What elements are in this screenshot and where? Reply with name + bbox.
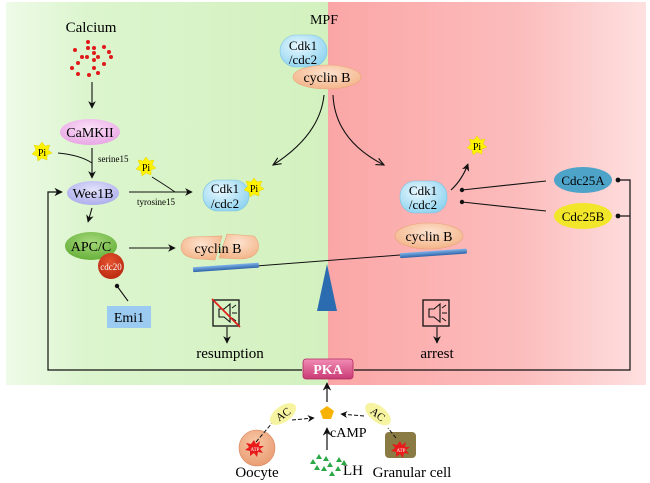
arrest-region-background <box>328 2 646 385</box>
emi1-node <box>107 306 151 328</box>
pka-label: PKA <box>313 363 343 378</box>
atp-burst-icon: ATP <box>391 441 410 458</box>
granular-ac-link <box>387 427 397 439</box>
svg-text:Pi: Pi <box>250 184 259 195</box>
apcc-node <box>65 232 117 260</box>
resumption-region-background <box>6 2 328 385</box>
lh-label: LH <box>343 463 363 479</box>
granular-ac-enzyme: AC <box>365 402 391 426</box>
oocyte-ac-to-camp-arrow <box>291 415 315 423</box>
right-cyclinb-label: cyclin B <box>405 230 452 245</box>
lh-hormone-icon <box>310 454 347 476</box>
svg-text:Pi: Pi <box>38 148 47 159</box>
serine15-label: serine15 <box>98 154 129 164</box>
mpf-cyclinb-node <box>292 64 362 90</box>
atp-burst-icon: ATP <box>245 440 264 457</box>
left-cdk1-cdc2-node <box>202 179 250 212</box>
left-cdk1-label: Cdk1 <box>211 181 239 196</box>
degraded-cyclinb-node: cyclin B <box>180 233 259 261</box>
left-cyclinb-label: cyclin B <box>194 242 241 257</box>
wee1b-node <box>67 181 119 205</box>
tyrosine15-label: tyrosine15 <box>137 197 175 207</box>
mpf-to-left-cdk1-arrow <box>273 94 325 165</box>
oocyte-ac-enzyme: AC <box>269 403 297 425</box>
camp-pentagon-icon <box>320 406 334 419</box>
arrest-label: arrest <box>420 346 454 362</box>
cdc20-node <box>98 253 124 279</box>
svg-text:Pi: Pi <box>142 163 151 174</box>
camp-label: cAMP <box>330 426 367 441</box>
pi-phosphate-icon: Pi <box>466 135 488 156</box>
wee1b-label: Wee1B <box>73 187 114 202</box>
seesaw-right-bar <box>399 248 467 259</box>
svg-text:Pi: Pi <box>473 142 482 153</box>
cdc20-label: cdc20 <box>100 262 122 272</box>
cdc25a-activates-cdk1-line <box>459 180 547 193</box>
right-cdk1-label: Cdk1 <box>409 183 437 198</box>
resumption-label: resumption <box>196 346 264 362</box>
seesaw-fulcrum <box>317 264 337 311</box>
apcc-label: APC/C <box>71 240 111 255</box>
calcium-label: Calcium <box>66 20 117 36</box>
cdc25b-label: Cdc25B <box>562 209 605 224</box>
cdk1-dephosphorylation-arrow <box>450 163 470 191</box>
cdc25b-activates-cdk1-line <box>459 199 547 212</box>
calcium-ions-icon <box>70 40 113 77</box>
pi-phosphate-icon: Pi <box>243 177 265 198</box>
camkii-node <box>60 119 120 145</box>
mpf-cdk1-cdc2-node <box>279 34 328 68</box>
pka-to-wee1b-loop <box>47 187 302 371</box>
left-cdc2-label: /cdc2 <box>211 196 239 211</box>
right-cdk1-cdc2-node <box>399 180 448 214</box>
oocyte-ac-link <box>255 421 274 443</box>
pi-to-cdk1-curve <box>151 176 176 193</box>
pi-phosphate-icon: Pi <box>31 141 53 162</box>
seesaw-beam-line <box>255 254 401 267</box>
emi1-inhibits-cdc20-line <box>114 283 129 302</box>
oocyte-label: Oocyte <box>235 465 279 481</box>
mpf-cyclinb-label: cyclin B <box>303 71 350 86</box>
pka-to-cdc25-loop <box>354 177 631 371</box>
seesaw-left-bar <box>192 262 259 273</box>
pi-to-wee1b-curve <box>57 152 93 164</box>
mpf-cdk1-label: Cdk1 <box>289 38 317 53</box>
cdc25a-node <box>554 167 612 193</box>
mpf-cdc2-label: /cdc2 <box>289 52 317 67</box>
svg-text:ATP: ATP <box>251 448 260 453</box>
muted-speaker-icon <box>211 298 241 328</box>
granular-cell-label: Granular cell <box>373 465 452 481</box>
emi1-label: Emi1 <box>114 311 144 326</box>
mpf-label: MPF <box>310 13 338 28</box>
mpf-to-right-cdk1-arrow <box>332 94 384 165</box>
cdc25a-label: Cdc25A <box>561 173 605 188</box>
granular-ac-to-camp-arrow <box>340 411 365 419</box>
speaker-icon <box>422 299 450 327</box>
right-cdc2-label: /cdc2 <box>409 197 437 212</box>
pi-phosphate-icon: Pi <box>135 156 157 177</box>
cdc25b-node <box>554 203 612 229</box>
right-cyclinb-node <box>394 222 464 250</box>
camkii-label: CaMKII <box>66 126 114 141</box>
wee1b-to-apcc-arrow <box>86 207 94 223</box>
pka-node <box>302 358 354 380</box>
svg-text:ATP: ATP <box>397 449 406 454</box>
